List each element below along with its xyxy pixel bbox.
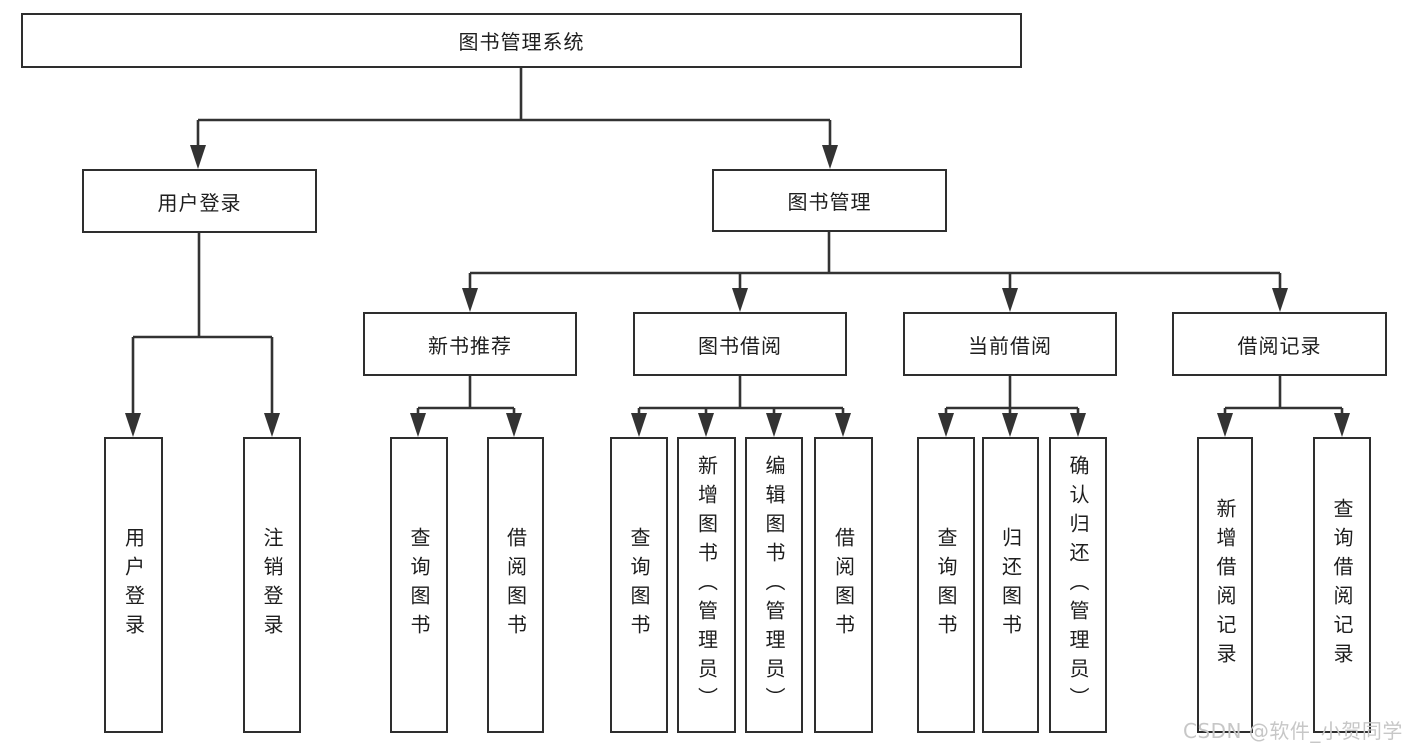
node-leaf-bb-add-books: 新增图书（管理员）	[677, 437, 736, 733]
node-book-management: 图书管理	[712, 169, 947, 232]
node-borrow-records-label: 借阅记录	[1237, 333, 1322, 358]
node-current-borrow-label: 当前借阅	[968, 333, 1052, 358]
node-leaf-cb-return-books: 归还图书	[982, 437, 1039, 733]
node-leaf-bb-edit-books: 编辑图书（管理员）	[745, 437, 803, 733]
node-leaf-cb-query-books: 查询图书	[917, 437, 975, 733]
node-new-book-recommend: 新书推荐	[363, 312, 577, 376]
node-leaf-br-add-record: 新增借阅记录	[1197, 437, 1253, 733]
node-leaf-cb-query-books-label: 查询图书	[934, 527, 958, 643]
node-new-book-recommend-label: 新书推荐	[428, 333, 512, 358]
node-leaf-br-query-record-label: 查询借阅记录	[1330, 498, 1354, 672]
node-current-borrow: 当前借阅	[903, 312, 1117, 376]
node-borrow-records: 借阅记录	[1172, 312, 1387, 376]
node-leaf-rec-borrow-books-label: 借阅图书	[503, 527, 528, 643]
node-leaf-bb-query-books-label: 查询图书	[627, 527, 651, 643]
node-leaf-bb-borrow-books-label: 借阅图书	[831, 527, 856, 643]
node-book-borrow: 图书借阅	[633, 312, 847, 376]
node-leaf-user-login: 用户登录	[104, 437, 163, 733]
csdn-watermark: CSDN @软件_小贺同学	[1183, 719, 1403, 743]
node-leaf-bb-add-books-label: 新增图书（管理员）	[694, 454, 719, 716]
node-leaf-bb-borrow-books: 借阅图书	[814, 437, 873, 733]
node-leaf-rec-query-books-label: 查询图书	[407, 527, 431, 643]
node-book-borrow-label: 图书借阅	[698, 333, 782, 358]
node-leaf-cb-confirm-return-label: 确认归还（管理员）	[1066, 454, 1090, 716]
node-user-login-label: 用户登录	[157, 190, 242, 215]
node-leaf-rec-borrow-books: 借阅图书	[487, 437, 544, 733]
node-user-login: 用户登录	[82, 169, 317, 233]
node-leaf-cb-confirm-return: 确认归还（管理员）	[1049, 437, 1107, 733]
node-leaf-rec-query-books: 查询图书	[390, 437, 448, 733]
node-book-management-label: 图书管理	[787, 190, 872, 214]
node-leaf-user-login-label: 用户登录	[121, 527, 146, 643]
node-leaf-br-add-record-label: 新增借阅记录	[1213, 498, 1237, 672]
node-leaf-bb-query-books: 查询图书	[610, 437, 668, 733]
node-root: 图书管理系统	[21, 13, 1022, 68]
node-leaf-bb-edit-books-label: 编辑图书（管理员）	[762, 454, 786, 716]
node-root-label: 图书管理系统	[458, 30, 585, 54]
node-leaf-cb-return-books-label: 归还图书	[998, 527, 1023, 643]
node-leaf-logout-label: 注销登录	[260, 527, 284, 643]
node-leaf-logout: 注销登录	[243, 437, 301, 733]
node-leaf-br-query-record: 查询借阅记录	[1313, 437, 1371, 733]
